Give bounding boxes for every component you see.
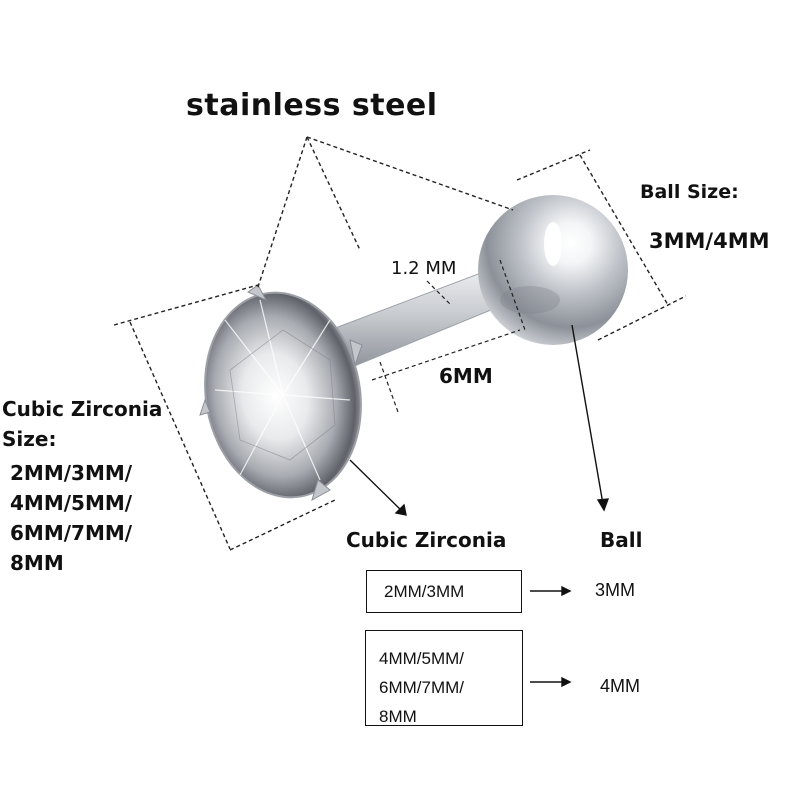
table-cz-heading: Cubic Zirconia [346, 528, 507, 552]
cz-size-heading: Cubic Zirconia Size: [2, 394, 162, 454]
table-row1-ball-value: 3MM [595, 580, 635, 600]
bar-thickness-lines [371, 259, 526, 413]
row1-arrow [530, 585, 572, 597]
cz-size-values: 2MM/3MM/ 4MM/5MM/ 6MM/7MM/ 8MM [10, 461, 133, 575]
ball-pointer-arrow [571, 324, 610, 512]
ball-size-heading: Ball Size: [640, 181, 739, 203]
gem-pointer-arrow [349, 459, 407, 516]
table-ball-heading: Ball [600, 528, 643, 552]
table-row1-cz-box: 2MM/3MM [366, 570, 522, 613]
table-row2-cz-box: 4MM/5MM/ 6MM/7MM/ 8MM [365, 630, 523, 726]
material-title: stainless steel [186, 88, 438, 123]
stainless-steel-pointer-lines [256, 136, 514, 291]
ball-size-value: 3MM/4MM [649, 229, 770, 253]
cubic-zirconia-stone [199, 284, 363, 502]
table-row2-ball-value: 4MM [600, 676, 640, 696]
bar-length-label: 6MM [439, 364, 493, 388]
cz-size-heading-line1: Cubic Zirconia [2, 397, 163, 421]
gem-size-dimension-lines [113, 284, 336, 551]
steel-ball [478, 195, 628, 345]
ball-size-dimension-lines [516, 149, 687, 341]
bar-thickness-label: 1.2 MM [391, 258, 457, 279]
row2-arrow [530, 676, 572, 688]
cz-size-heading-line2: Size: [2, 427, 57, 451]
